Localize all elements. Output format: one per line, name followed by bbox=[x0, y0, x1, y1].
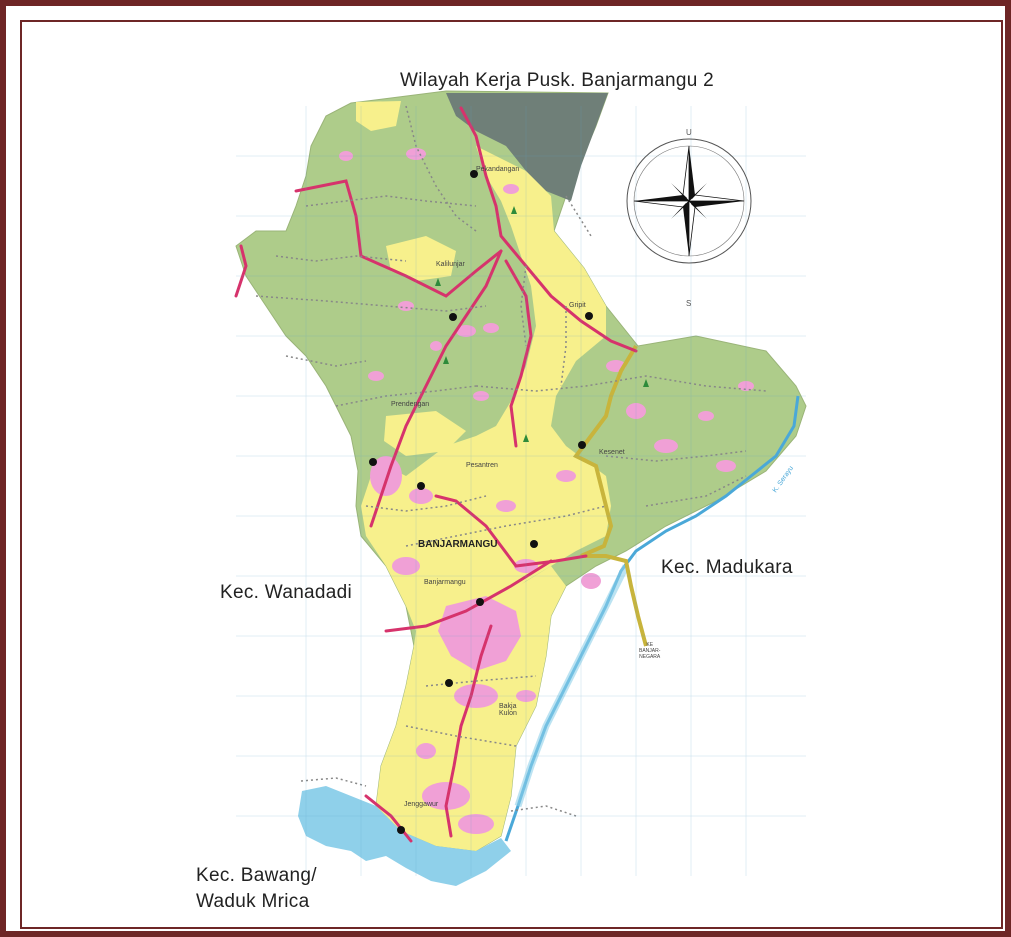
place-kalilunjar: Kalilunjar bbox=[436, 261, 465, 268]
marker-west bbox=[369, 458, 377, 466]
tree-icons bbox=[435, 206, 649, 442]
marker-banjarmangu bbox=[530, 540, 538, 548]
roads bbox=[234, 106, 638, 843]
place-kesenet: Kesenet bbox=[599, 449, 625, 456]
compass-rose bbox=[626, 138, 752, 264]
place-gripit: Gripit bbox=[569, 302, 586, 309]
map-frame-inner bbox=[20, 20, 1003, 929]
compass-north-label: U bbox=[686, 128, 692, 137]
lowland-nw bbox=[356, 101, 401, 131]
marker-pesantren bbox=[417, 482, 425, 490]
marker-gripit bbox=[585, 312, 593, 320]
place-prendengan: Prendengan bbox=[391, 401, 430, 408]
place-bawang-kulon: Bakja Kulon bbox=[499, 703, 517, 717]
lowland-west bbox=[386, 236, 456, 281]
marker-jenggawur bbox=[397, 826, 405, 834]
place-ke-banjarnegara: KE BANJAR- NEGARA bbox=[639, 642, 661, 660]
lowland-central bbox=[361, 146, 611, 631]
place-banjarmangu-desa: Banjarmangu bbox=[424, 579, 466, 586]
marker-center-north bbox=[449, 313, 457, 321]
map-title: Wilayah Kerja Pusk. Banjarmangu 2 bbox=[400, 70, 715, 91]
region-label-bawang: Kec. Bawang/ bbox=[196, 865, 317, 886]
compass-south-label: S bbox=[686, 299, 692, 308]
place-pekandangan: Pekandangan bbox=[476, 166, 520, 173]
marker-pekandangan bbox=[470, 170, 478, 178]
map-canvas bbox=[234, 90, 807, 886]
village-boundaries bbox=[255, 105, 767, 817]
region-label-madukara: Kec. Madukara bbox=[661, 557, 793, 578]
marker-kesenet bbox=[578, 441, 586, 449]
central-river bbox=[572, 344, 648, 647]
place-banjarmangu: BANJARMANGU bbox=[418, 539, 498, 550]
place-jenggawur: Jenggawur bbox=[404, 801, 439, 808]
region-label-wanadadi: Kec. Wanadadi bbox=[220, 582, 353, 603]
place-pesantren: Pesantren bbox=[466, 462, 498, 469]
reservoir-water bbox=[298, 786, 511, 886]
marker-south-2 bbox=[445, 679, 453, 687]
village-markers bbox=[369, 170, 593, 834]
marker-south-1 bbox=[476, 598, 484, 606]
region-label-waduk-mrica: Waduk Mrica bbox=[196, 891, 310, 912]
forest-area bbox=[446, 93, 608, 201]
settlement-areas bbox=[339, 148, 754, 834]
lowland-mid bbox=[384, 411, 466, 456]
